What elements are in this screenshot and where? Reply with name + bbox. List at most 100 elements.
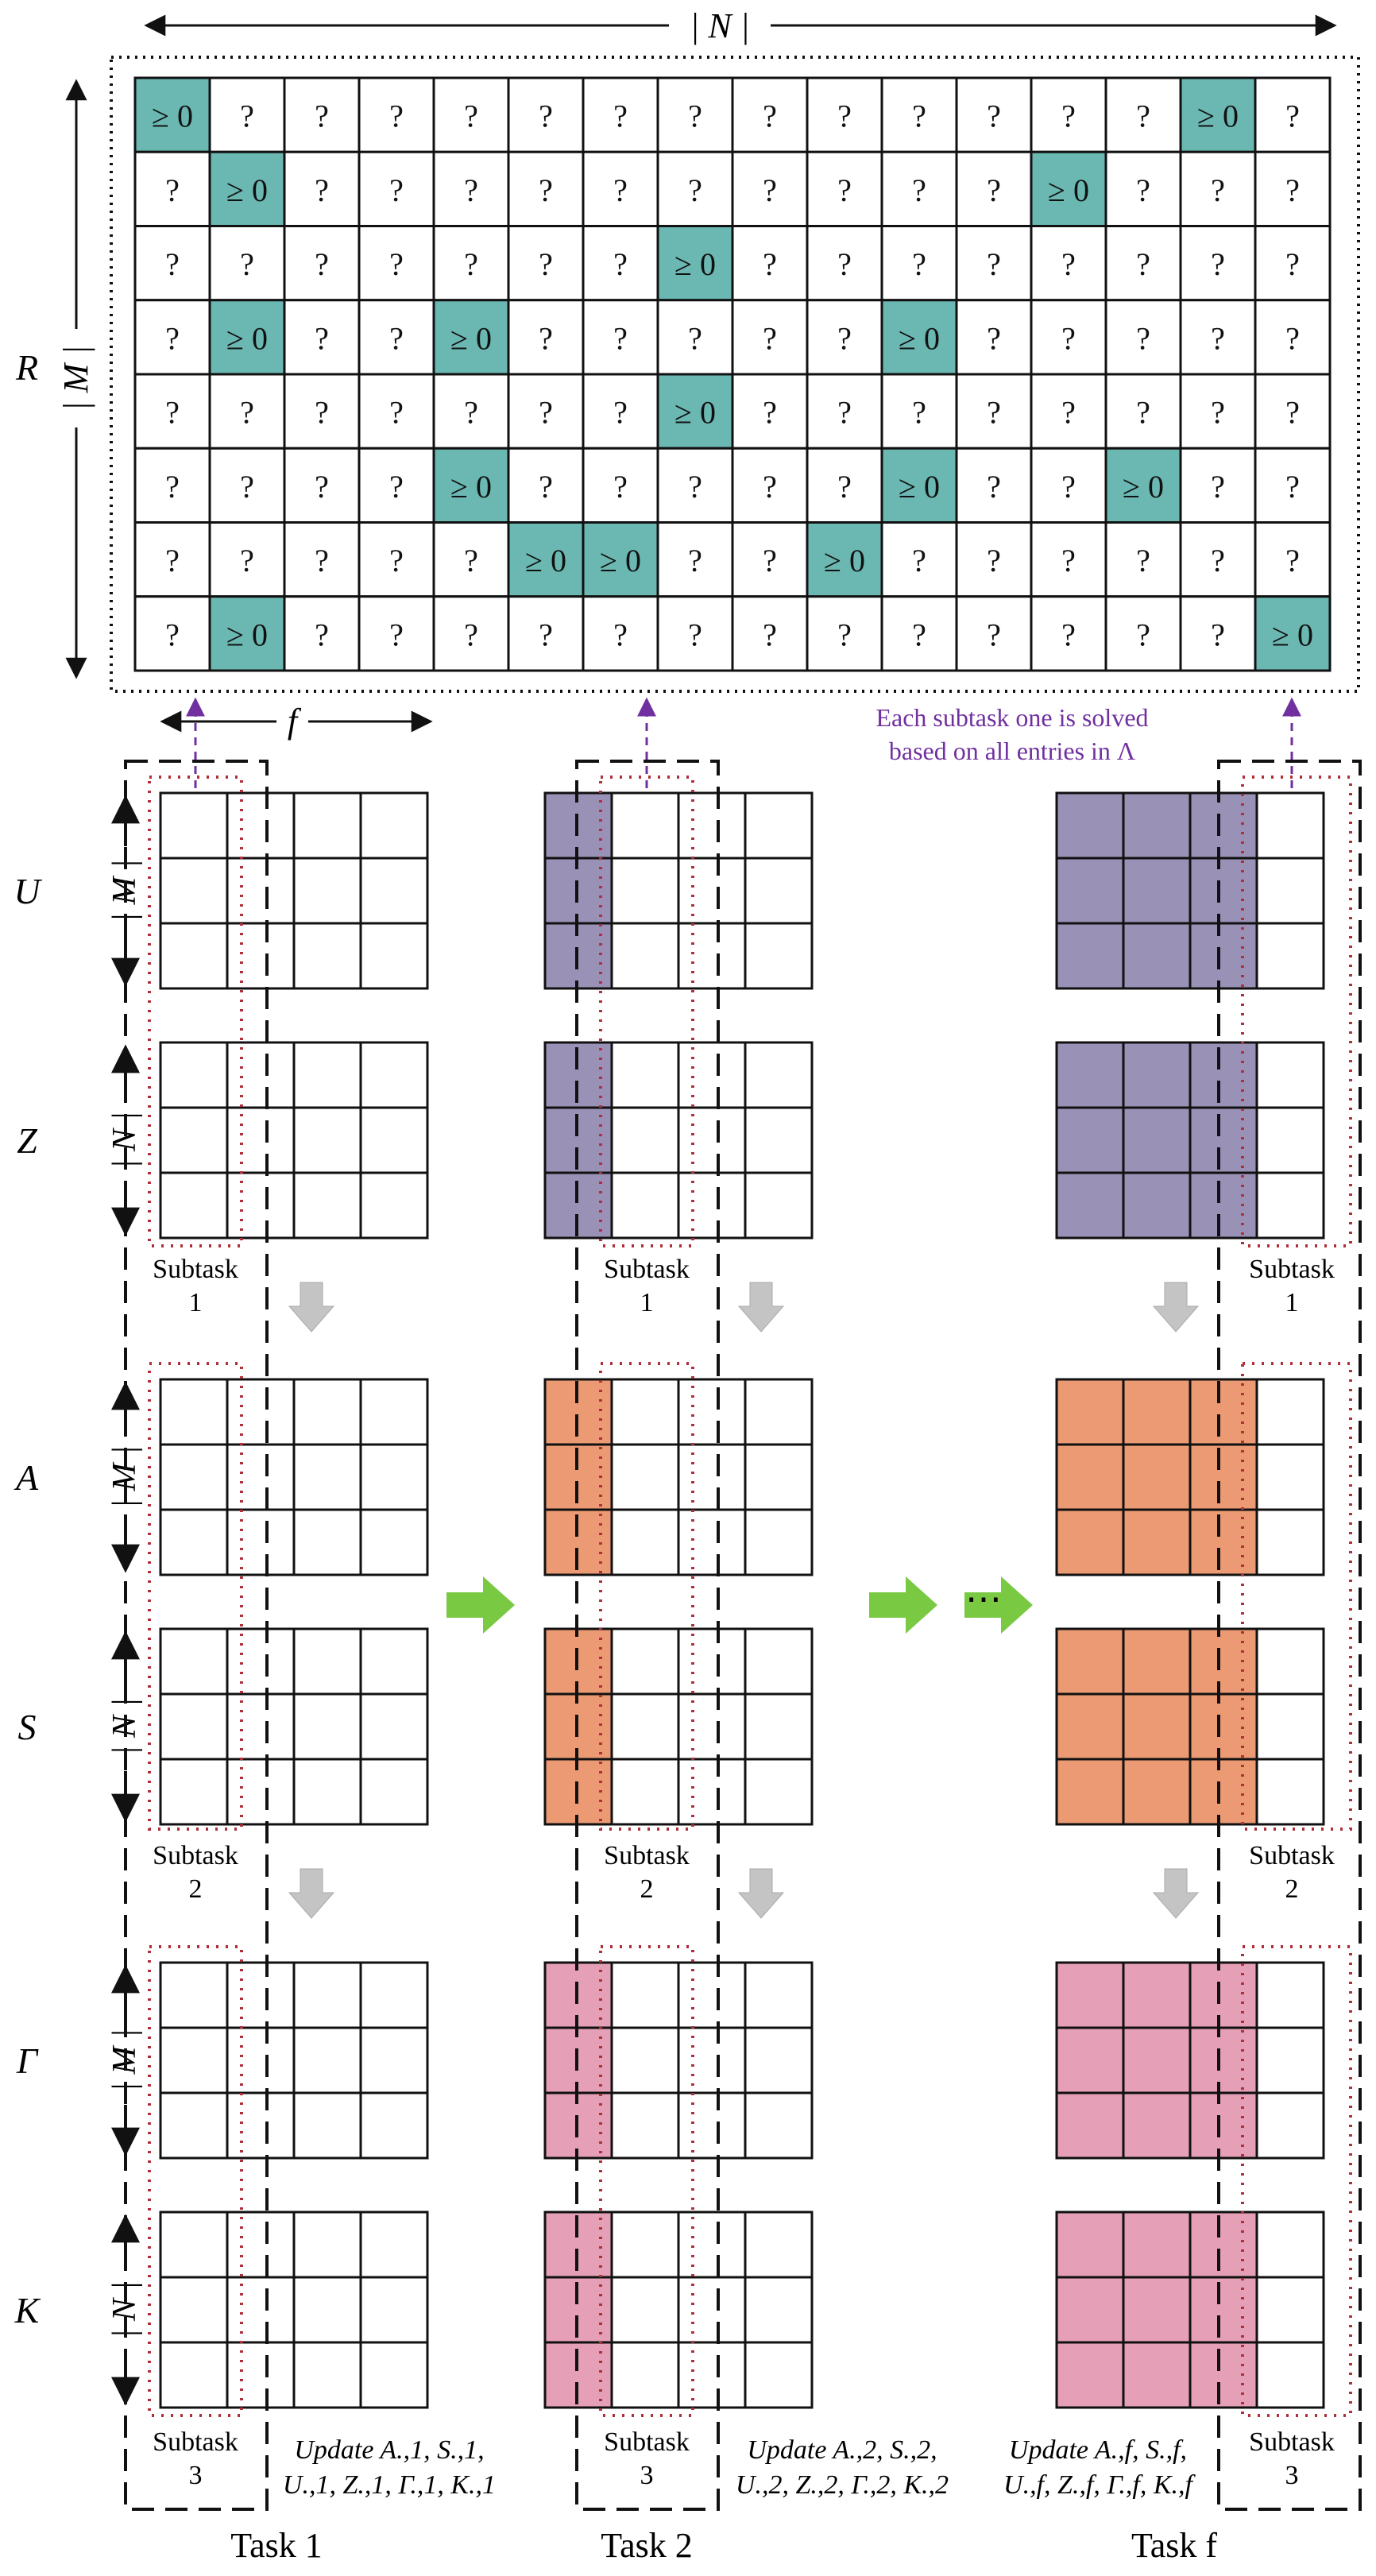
cell-text: ?	[1285, 395, 1300, 431]
factor-cell	[744, 1508, 814, 1576]
cell-text: ?	[912, 617, 926, 652]
factor-cell	[1255, 1508, 1325, 1576]
r-matrix-label: R	[15, 347, 38, 388]
factor-cell	[1189, 1106, 1258, 1174]
cell-text: ?	[763, 469, 777, 505]
matrix-label-3: S	[18, 1707, 37, 1747]
observed-cell	[432, 299, 510, 376]
cell-text: ?	[240, 543, 254, 578]
factor-cell	[1055, 2210, 1125, 2279]
update-note-line1: Update A.,1, S.,1,	[294, 2435, 484, 2465]
observed-cell	[880, 447, 958, 524]
task-label-2: Task 2	[601, 2526, 692, 2565]
factor-cell	[610, 1508, 680, 1576]
subtask-number: 1	[189, 1288, 203, 1317]
subtask-label: Subtask	[604, 1841, 690, 1870]
factor-cell	[292, 2026, 362, 2094]
subtask-number: 3	[640, 2461, 654, 2490]
factor-cell	[359, 791, 429, 860]
cell-text: ?	[1211, 395, 1225, 431]
cell-text: ?	[912, 543, 926, 578]
subtask-frame	[1241, 1945, 1352, 2417]
unknown-cell	[582, 595, 659, 672]
factor-cell	[292, 1443, 362, 1511]
factor-cell	[292, 1106, 362, 1174]
observed-cell	[208, 595, 286, 672]
cell-text: ≥ 0	[525, 543, 566, 578]
factor-cell	[1055, 2341, 1125, 2409]
cell-text: ?	[1061, 543, 1076, 578]
unknown-cell	[880, 76, 958, 153]
unknown-cell	[283, 373, 361, 450]
factor-cell	[610, 2091, 680, 2160]
factor-cell	[359, 2341, 429, 2409]
subtask-frame	[148, 776, 243, 1247]
factor-cell	[1189, 1041, 1258, 1109]
factor-cell	[159, 1508, 229, 1576]
factor-cell	[159, 1106, 229, 1174]
unknown-cell	[582, 150, 659, 227]
update-note-line2: U.,1, Z.,1, Γ.,1, K.,1	[283, 2470, 496, 2500]
factor-cell	[159, 791, 229, 860]
cell-text: ≥ 0	[152, 99, 193, 134]
unknown-cell	[1030, 76, 1107, 153]
cell-text: ?	[315, 469, 329, 505]
purple-dependency-arrows	[186, 697, 1301, 803]
cell-text: ?	[165, 543, 180, 578]
observed-cell	[582, 521, 659, 598]
factor-cell	[292, 1171, 362, 1240]
unknown-cell	[358, 299, 435, 376]
cell-text: ?	[1136, 320, 1150, 356]
factor-cell	[1255, 2341, 1325, 2409]
factor-cell	[1055, 1508, 1125, 1576]
unknown-cell	[1254, 521, 1332, 598]
cell-text: ?	[688, 617, 702, 652]
factor-cell	[1255, 1443, 1325, 1511]
cell-text: ?	[912, 172, 926, 208]
factor-cell	[359, 1508, 429, 1576]
cell-text: ?	[315, 395, 329, 431]
cell-text: ≥ 0	[899, 469, 940, 505]
factor-cell	[1255, 2210, 1325, 2279]
unknown-cell	[731, 373, 809, 450]
factor-cell	[744, 2341, 814, 2409]
factor-cell	[1255, 2026, 1325, 2094]
factor-cell	[292, 1041, 362, 1109]
subtask-number: 1	[1285, 1288, 1299, 1317]
factor-cell	[359, 1692, 429, 1761]
factor-cell	[1122, 922, 1192, 990]
observed-cell	[208, 299, 286, 376]
cell-text: ?	[837, 469, 852, 505]
top-matrix-section: | N | | M | R ≥ 0?????????????≥ 0??≥ 0??…	[15, 6, 1360, 693]
cell-text: ?	[1285, 246, 1300, 282]
factor-cell	[1189, 2276, 1258, 2344]
update-note-line1: Update A.,f, S.,f,	[1009, 2435, 1187, 2465]
cell-text: ?	[1211, 320, 1225, 356]
cell-text: ?	[539, 320, 553, 356]
observed-cell	[1254, 595, 1332, 672]
cell-text: ?	[539, 246, 553, 282]
factor-cell	[226, 2341, 296, 2409]
factor-cell	[292, 2091, 362, 2160]
cell-text: ?	[464, 99, 478, 134]
cell-text: ?	[1061, 617, 1076, 652]
cell-text: ?	[837, 395, 852, 431]
factor-cell	[744, 2210, 814, 2279]
cell-text: ?	[165, 172, 180, 208]
cell-text: ≥ 0	[1123, 469, 1164, 505]
subtask-label: Subtask	[1249, 1841, 1335, 1870]
unknown-cell	[731, 76, 809, 153]
cell-text: ?	[987, 395, 1001, 431]
cell-text: ≥ 0	[674, 395, 716, 431]
factor-cell	[226, 791, 296, 860]
factor-cell	[1055, 1171, 1125, 1240]
factor-cell	[292, 2341, 362, 2409]
cell-text: ?	[165, 246, 180, 282]
matrix-label-0: U	[14, 871, 42, 911]
unknown-cell	[955, 521, 1033, 598]
factor-cell	[677, 1627, 747, 1696]
cell-text: ?	[389, 99, 404, 134]
cell-text: ?	[539, 617, 553, 652]
cell-text: ?	[1285, 469, 1300, 505]
unknown-cell	[806, 76, 883, 153]
